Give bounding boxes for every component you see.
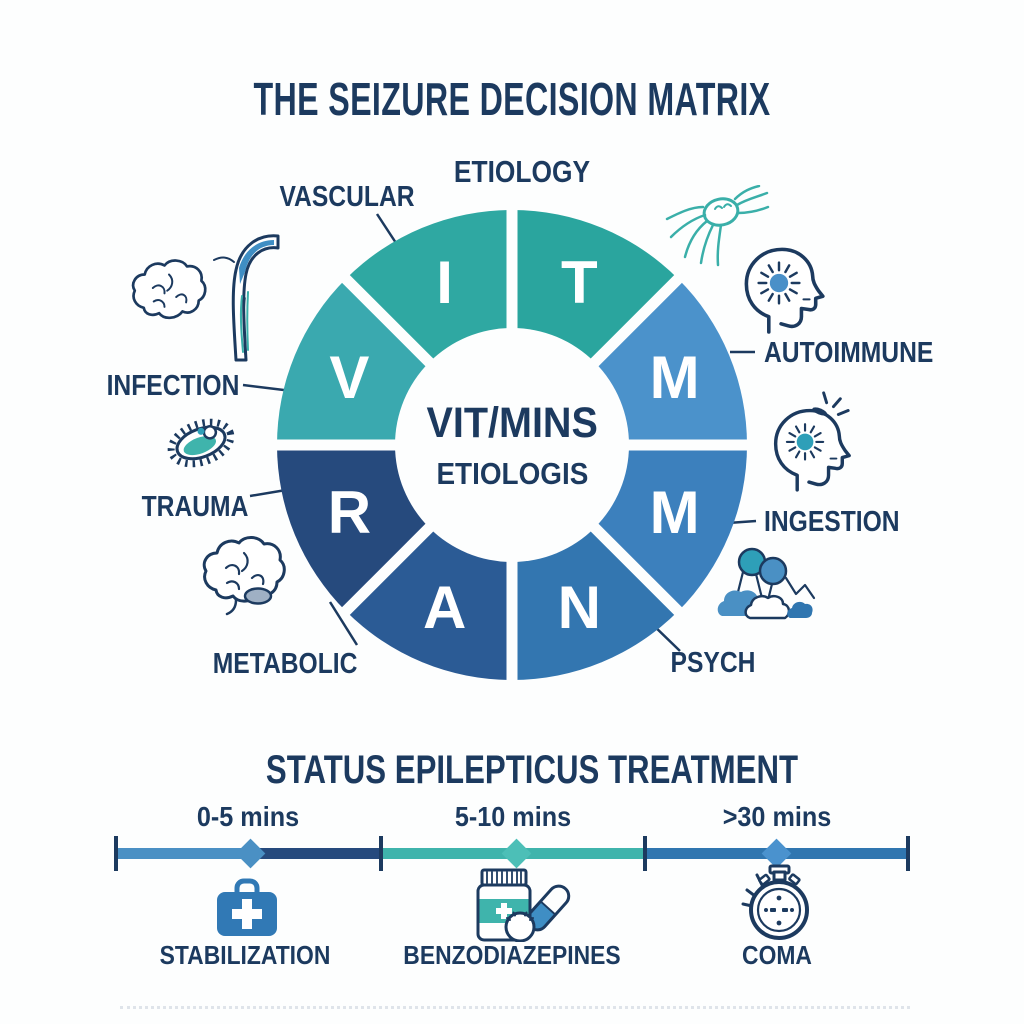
wheel-letter: M xyxy=(649,478,700,546)
timeline-caption-0: STABILIZATION xyxy=(159,940,331,970)
timeline-tick xyxy=(906,836,910,871)
label-trauma: TRAUMA xyxy=(141,491,249,523)
timeline-time-2: >30 mins xyxy=(722,801,832,832)
wheel-center: VIT/MINS ETIOLOGIS xyxy=(395,328,629,562)
timeline-time-0: 0-5 mins xyxy=(196,801,300,832)
timeline-bar-segment xyxy=(116,848,251,859)
head-starburst-icon xyxy=(744,247,825,334)
page-title: THE SEIZURE DECISION MATRIX xyxy=(253,73,771,125)
timeline-tick xyxy=(643,836,647,871)
timeline-diamond xyxy=(501,838,532,869)
wheel-letter: I xyxy=(436,248,453,316)
timeline-caption-1: BENZODIAZEPINES xyxy=(403,940,621,970)
label-vascular: VASCULAR xyxy=(279,181,415,213)
timeline-caption-2: COMA xyxy=(742,940,812,970)
wheel-letter: V xyxy=(329,344,370,412)
timeline-bar-segment xyxy=(251,848,381,859)
wheel-center-subtitle: ETIOLOGIS xyxy=(436,455,588,491)
timeline-bar xyxy=(114,836,910,871)
label-autoimmune: AUTOIMMUNE xyxy=(764,337,934,369)
timeline-diamond xyxy=(235,838,266,869)
wheel-letter: R xyxy=(327,478,372,546)
vitamins-etiology-wheel: T M M N A R V I VIT/MINS ETIOLOGIS xyxy=(271,204,753,686)
pill-bottle-icon xyxy=(476,868,571,942)
label-metabolic: METABOLIC xyxy=(212,648,358,680)
wheel-letter: A xyxy=(422,574,467,642)
head-spark-icon xyxy=(773,391,851,492)
decorative-dotted-line xyxy=(120,1006,910,1009)
first-aid-kit-icon xyxy=(217,878,277,936)
wheel-letter: T xyxy=(561,248,598,316)
label-infection: INFECTION xyxy=(106,370,240,402)
label-ingestion: INGESTION xyxy=(764,506,900,538)
stopwatch-icon xyxy=(741,864,809,940)
brain-vessel-icon xyxy=(131,234,280,362)
brain-icon xyxy=(202,536,286,616)
neuron-icon xyxy=(665,185,770,267)
wheel-center-title: VIT/MINS xyxy=(426,398,598,447)
label-psych: PSYCH xyxy=(670,647,756,679)
timeline-tick xyxy=(114,836,118,871)
timeline-title: STATUS EPILEPTICUS TREATMENT xyxy=(265,748,799,792)
timeline-time-1: 5-10 mins xyxy=(454,801,572,832)
timeline-tick xyxy=(379,836,383,871)
wheel-letter: N xyxy=(557,574,602,642)
bacteria-icon xyxy=(167,418,235,468)
wheel-top-label: ETIOLOGY xyxy=(453,154,591,189)
clouds-circles-icon xyxy=(717,547,816,620)
wheel-letter: M xyxy=(649,344,700,412)
